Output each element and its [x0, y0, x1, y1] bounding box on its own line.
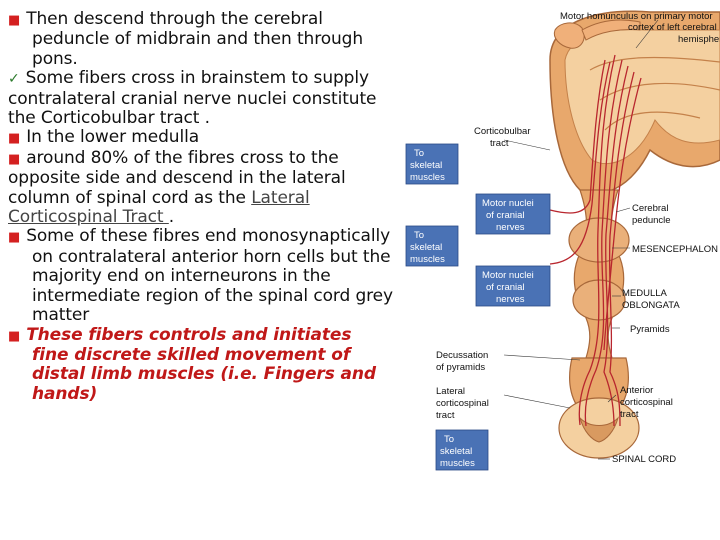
label-decussation-line1: Decussation [436, 350, 488, 361]
checkmark-icon: ✓ [8, 71, 20, 88]
leader-lines [503, 19, 659, 460]
to-skeletal-muscles-box-1: To skeletal muscles [405, 143, 459, 185]
label-cerebral-peduncle-line2: peduncle [632, 215, 671, 226]
paragraph-text: In the lower medulla [26, 127, 200, 148]
corticospinal-fibres [549, 54, 642, 427]
paragraph-text: Some of these fibres end monosynapticall… [26, 226, 394, 326]
box1-line2: skeletal [410, 160, 442, 171]
nuclei1-line2: of cranial [486, 210, 525, 221]
paragraph-corticobulbar: ✓Some fibers cross in brainstem to suppl… [8, 69, 393, 128]
paragraph-text-end: . [168, 207, 175, 228]
label-mesencephalon: MESENCEPHALON [632, 244, 718, 255]
label-medulla-line2: OBLONGATA [622, 300, 680, 311]
paragraph-text: Some fibers cross in brainstem to supply… [8, 68, 377, 129]
motor-nuclei-box-2: Motor nuclei of cranial nerves [475, 265, 551, 307]
square-bullet-icon: ■ [8, 328, 21, 344]
label-anterior-cst-line1: Anterior [620, 385, 653, 396]
to-skeletal-muscles-box-3: To skeletal muscles [435, 429, 489, 471]
square-bullet-icon: ■ [8, 13, 21, 28]
lateral-corticospinal-link[interactable]: Lateral Corticospinal Tract [8, 187, 310, 228]
nuclei1-line1: Motor nuclei [482, 198, 534, 209]
box3-line3: muscles [440, 458, 475, 469]
square-bullet-icon: ■ [8, 230, 21, 246]
paragraph-cerebral-peduncle: ■ Then descend through the cerebral pedun… [8, 9, 393, 69]
label-cerebral-peduncle-line1: Cerebral [632, 203, 668, 214]
label-anterior-cst-line3: tract [620, 409, 639, 420]
paragraph-text: Then descend through the cerebral pedunc… [26, 9, 364, 69]
motor-nuclei-box-1: Motor nuclei of cranial nerves [475, 193, 551, 235]
text-panel: ■ Then descend through the cerebral pedun… [8, 9, 393, 405]
label-lateral-cst-line1: Lateral [436, 386, 465, 397]
label-corticobulbar-line1: Corticobulbar [474, 126, 531, 137]
paragraph-text: around 80% of the fibres cross to the op… [8, 147, 346, 208]
box1-line1: To [414, 148, 424, 159]
paragraph-interneurons: ■ Some of these fibres end monosynaptical… [8, 227, 393, 325]
nuclei2-line2: of cranial [486, 282, 525, 293]
label-lateral-cst-line2: corticospinal [436, 398, 489, 409]
to-skeletal-muscles-box-2: To skeletal muscles [405, 225, 459, 267]
box2-line1: To [414, 230, 424, 241]
nuclei1-line3: nerves [496, 222, 525, 233]
label-homunculus-line3: hemisphere [678, 34, 720, 45]
label-spinal-cord: SPINAL CORD [612, 454, 676, 465]
homunculus-figure [553, 19, 641, 49]
corticospinal-tract-diagram: Motor homunculus on primary motor cortex… [405, 10, 720, 471]
paragraph-lower-medulla: ■ In the lower medulla [8, 128, 393, 148]
square-bullet-icon: ■ [8, 131, 21, 147]
label-decussation-line2: of pyramids [436, 362, 485, 373]
box1-line3: muscles [410, 172, 445, 183]
nuclei2-line1: Motor nuclei [482, 270, 534, 281]
box2-line2: skeletal [410, 242, 442, 253]
label-homunculus-line2: cortex of left cerebral [628, 22, 717, 33]
box3-line2: skeletal [440, 446, 472, 457]
label-corticobulbar-line2: tract [490, 138, 509, 149]
label-pyramids: Pyramids [630, 324, 670, 335]
nuclei2-line3: nerves [496, 294, 525, 305]
paragraph-text-emphasis: These fibers controls and initiates fine… [26, 324, 376, 404]
box2-line3: muscles [410, 254, 445, 265]
box3-line1: To [444, 434, 454, 445]
label-medulla-line1: MEDULLA [622, 288, 668, 299]
label-anterior-cst-line2: corticospinal [620, 397, 673, 408]
square-bullet-icon: ■ [8, 151, 21, 167]
paragraph-decussation: ■around 80% of the fibres cross to the o… [8, 147, 393, 228]
label-lateral-cst-line3: tract [436, 410, 455, 421]
paragraph-fine-movement: ■ These fibers controls and initiates fin… [8, 324, 393, 405]
label-homunculus-line1: Motor homunculus on primary motor [560, 11, 713, 22]
